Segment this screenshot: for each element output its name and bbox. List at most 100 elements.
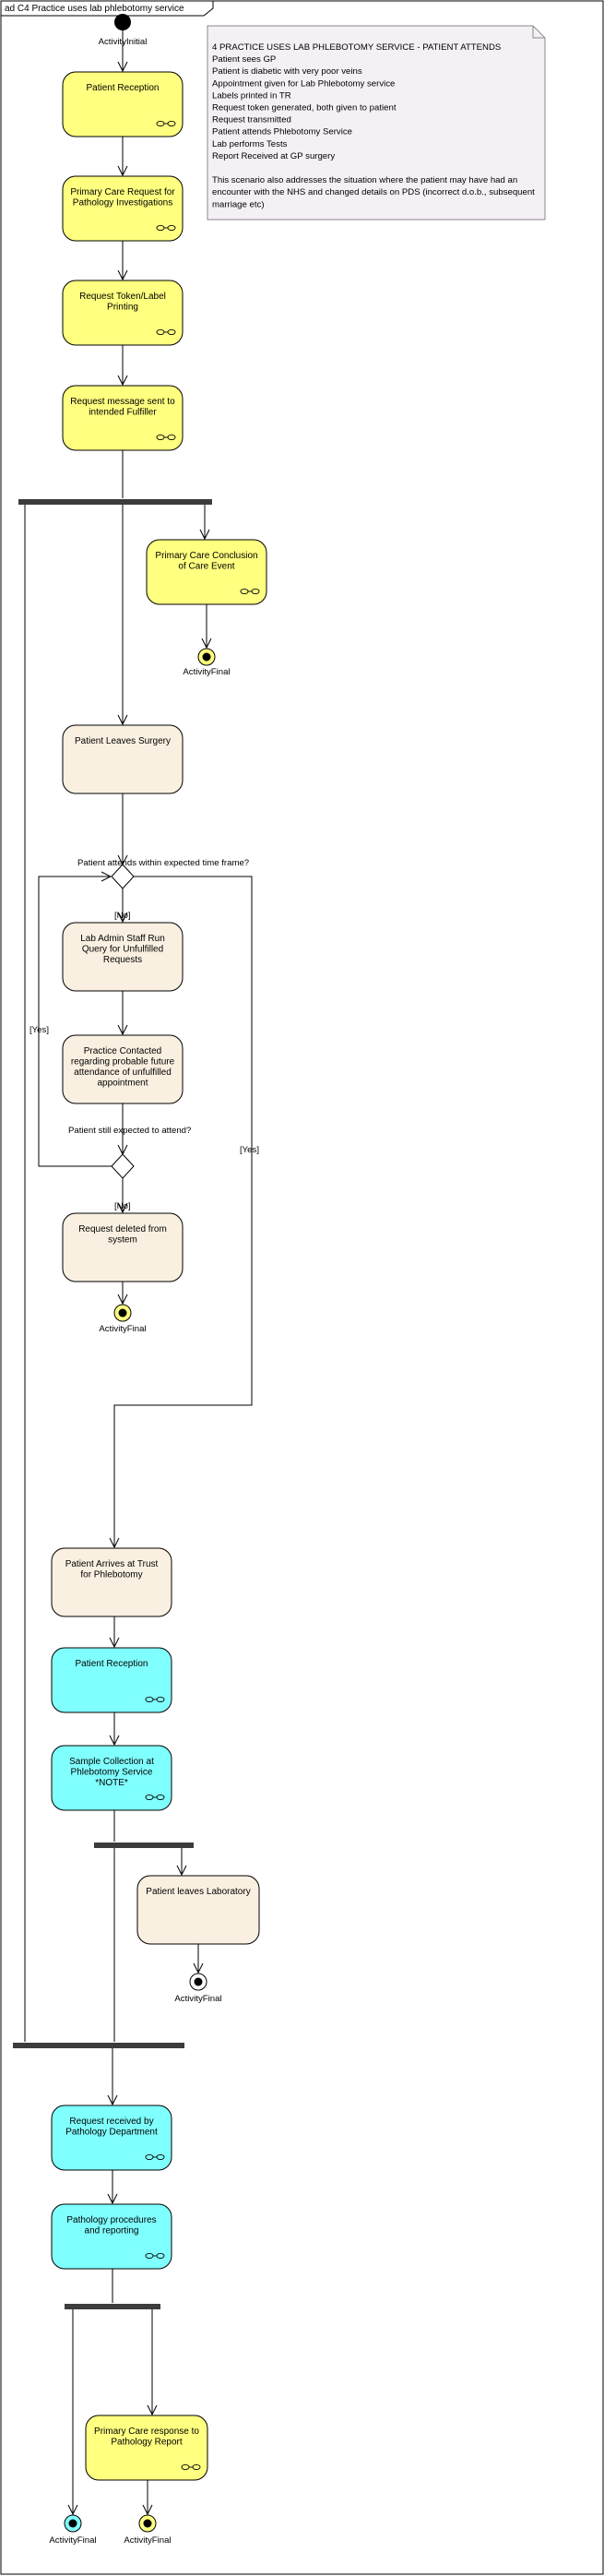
- guard-no-label: [No]: [114, 911, 131, 921]
- final-node-label: ActivityFinal: [49, 2535, 96, 2546]
- guard-no-label: [No]: [114, 1201, 131, 1211]
- action-label: Phlebotomy Service: [71, 1768, 153, 1778]
- action-label: system: [108, 1235, 137, 1246]
- action-label: Pathology procedures: [66, 2215, 156, 2225]
- guard-yes-label: [Yes]: [30, 1025, 49, 1035]
- action-label: Primary Care Conclusion: [155, 551, 257, 561]
- rake-icon: [156, 224, 176, 232]
- note-line: Labels printed in TR: [212, 90, 291, 101]
- action-label: Patient Arrives at Trust: [65, 1559, 159, 1569]
- fork-bar-2: [94, 1843, 194, 1848]
- action-label: Patient Leaves Surgery: [75, 736, 171, 746]
- note-line: marriage etc): [212, 199, 265, 209]
- rake-icon: [145, 2252, 165, 2260]
- note-line: Patient attends Phlebotomy Service: [212, 127, 352, 137]
- note-line: Report Received at GP surgery: [212, 151, 335, 161]
- action-label: Pathology Report: [111, 2438, 182, 2448]
- action-label: attendance of unfulfilled: [74, 1067, 172, 1078]
- note-line: Request token generated, both given to p…: [212, 103, 397, 113]
- action-label: Lab Admin Staff Run: [80, 934, 165, 944]
- final-node-primary-care-response: ActivityFinal: [124, 2514, 172, 2546]
- action-label: Practice Contacted: [84, 1046, 162, 1056]
- action-label: Request message sent to: [70, 397, 175, 407]
- final-node-label: ActivityFinal: [183, 667, 230, 677]
- action-label: Sample Collection at: [69, 1757, 154, 1767]
- action-label: of Care Event: [178, 562, 234, 572]
- action-patient-leaves-lab: Patient leaves Laboratory: [136, 1875, 260, 1945]
- action-label: Request received by: [69, 2117, 153, 2127]
- final-node-care-conclusion: ActivityFinal: [183, 648, 231, 677]
- control-flows: [24, 30, 253, 2514]
- final-node-patient-leaves-lab: ActivityFinal: [174, 1973, 222, 2004]
- note-line: encounter with the NHS and changed detai…: [212, 187, 535, 197]
- rake-icon: [156, 328, 176, 336]
- action-label: Primary Care response to: [94, 2427, 199, 2437]
- action-label: *NOTE*: [95, 1778, 128, 1788]
- initial-node: [114, 14, 131, 30]
- final-node-label: ActivityFinal: [174, 1994, 221, 2004]
- action-patient-leaves-surgery: Patient Leaves Surgery: [62, 724, 184, 794]
- fork-bar-1: [18, 499, 212, 505]
- action-label: appointment: [97, 1079, 148, 1089]
- guard-yes-label: [Yes]: [240, 1145, 259, 1155]
- rake-icon: [145, 2153, 165, 2161]
- action-label: Patient leaves Laboratory: [146, 1887, 250, 1897]
- action-patient-reception-2: Patient Reception: [51, 1647, 172, 1713]
- control-flow: [114, 876, 253, 1547]
- action-label: for Phlebotomy: [80, 1570, 142, 1580]
- join-bar-1: [13, 2043, 184, 2048]
- rake-icon: [181, 2463, 201, 2471]
- rake-icon: [145, 1696, 165, 1703]
- rake-icon: [156, 434, 176, 441]
- action-label: regarding probable future: [71, 1057, 175, 1067]
- decision-nodes: [111, 864, 135, 1179]
- action-label: Requests: [103, 955, 142, 965]
- final-node-label: ActivityFinal: [99, 1324, 146, 1334]
- action-patient-reception-1: Patient Reception: [62, 71, 184, 137]
- note-line: 4 PRACTICE USES LAB PHLEBOTOMY SERVICE -…: [212, 42, 501, 53]
- initial-node-label: ActivityInitial: [99, 37, 148, 47]
- control-flow: [38, 877, 112, 1167]
- rake-icon: [240, 588, 260, 595]
- note-line: Patient sees GP: [212, 54, 276, 65]
- action-label: Primary Care Request for: [70, 187, 175, 197]
- fork-bar-3: [65, 2304, 160, 2309]
- final-node-pathology: ActivityFinal: [49, 2514, 97, 2546]
- decision-question-attends: Patient attends within expected time fra…: [77, 858, 249, 868]
- action-label: intended Fulfiller: [89, 408, 157, 418]
- action-label: Request Token/Label: [79, 292, 166, 302]
- frame-title: ad C4 Practice uses lab phlebotomy servi…: [5, 4, 184, 14]
- action-label: and reporting: [85, 2226, 139, 2236]
- edge-labels: Patient attends within expected time fra…: [30, 858, 259, 1211]
- note-line: This scenario also addresses the situati…: [212, 175, 517, 185]
- final-node-label: ActivityFinal: [124, 2535, 171, 2546]
- note-line: Appointment given for Lab Phlebotomy ser…: [212, 78, 395, 89]
- initial-final-nodes: ActivityInitialActivityFinalActivityFina…: [49, 14, 231, 2546]
- rake-icon: [156, 120, 176, 127]
- action-label: Patient Reception: [76, 1659, 148, 1669]
- fork-join-bars: [13, 499, 212, 2309]
- scenario-note: 4 PRACTICE USES LAB PHLEBOTOMY SERVICE -…: [207, 25, 546, 221]
- action-label: Pathology Investigations: [73, 198, 172, 209]
- note-line: Patient is diabetic with very poor veins: [212, 66, 362, 77]
- decision-question-still-expected: Patient still expected to attend?: [68, 1126, 191, 1136]
- action-label: Pathology Department: [65, 2128, 158, 2138]
- action-label: Patient Reception: [87, 83, 160, 93]
- action-label: Request deleted from: [78, 1224, 167, 1234]
- action-label: Query for Unfulfilled: [82, 945, 163, 955]
